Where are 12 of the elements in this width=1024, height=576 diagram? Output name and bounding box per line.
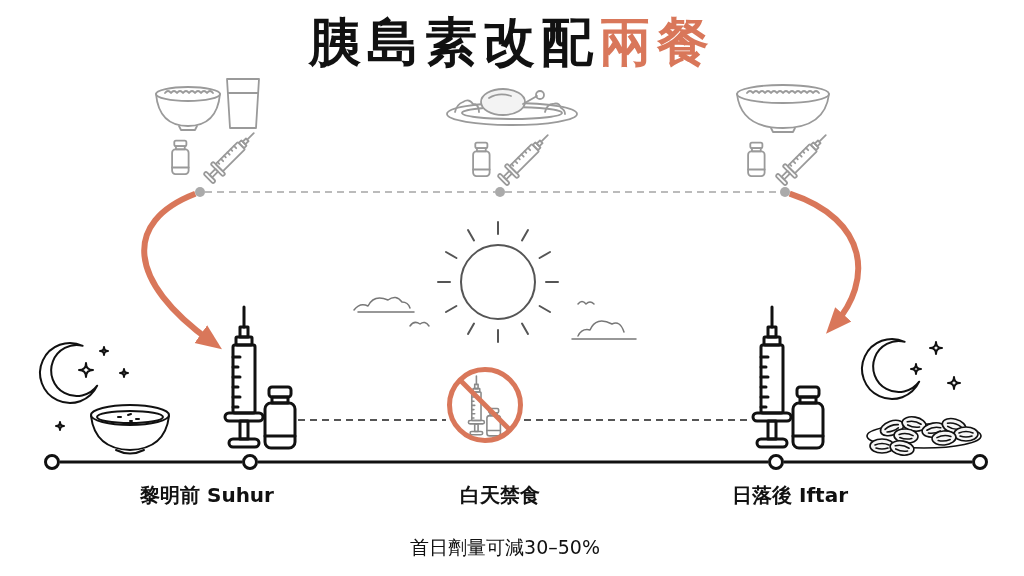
timeline-line <box>784 460 972 464</box>
dashed-line <box>297 419 447 421</box>
time-label: 黎明前 Suhur <box>140 481 274 509</box>
note-text: 首日劑量可減30–50% <box>410 535 600 560</box>
timeline-line <box>60 460 242 464</box>
curved-arrow <box>788 190 862 335</box>
time-label: 日落後 Iftar <box>732 481 848 509</box>
curved-arrow <box>141 191 222 350</box>
period-label: 白天禁食 <box>460 481 540 509</box>
dashed-line <box>204 191 496 193</box>
timeline-line <box>258 460 768 464</box>
title: 胰島素改配兩餐 <box>309 11 715 74</box>
